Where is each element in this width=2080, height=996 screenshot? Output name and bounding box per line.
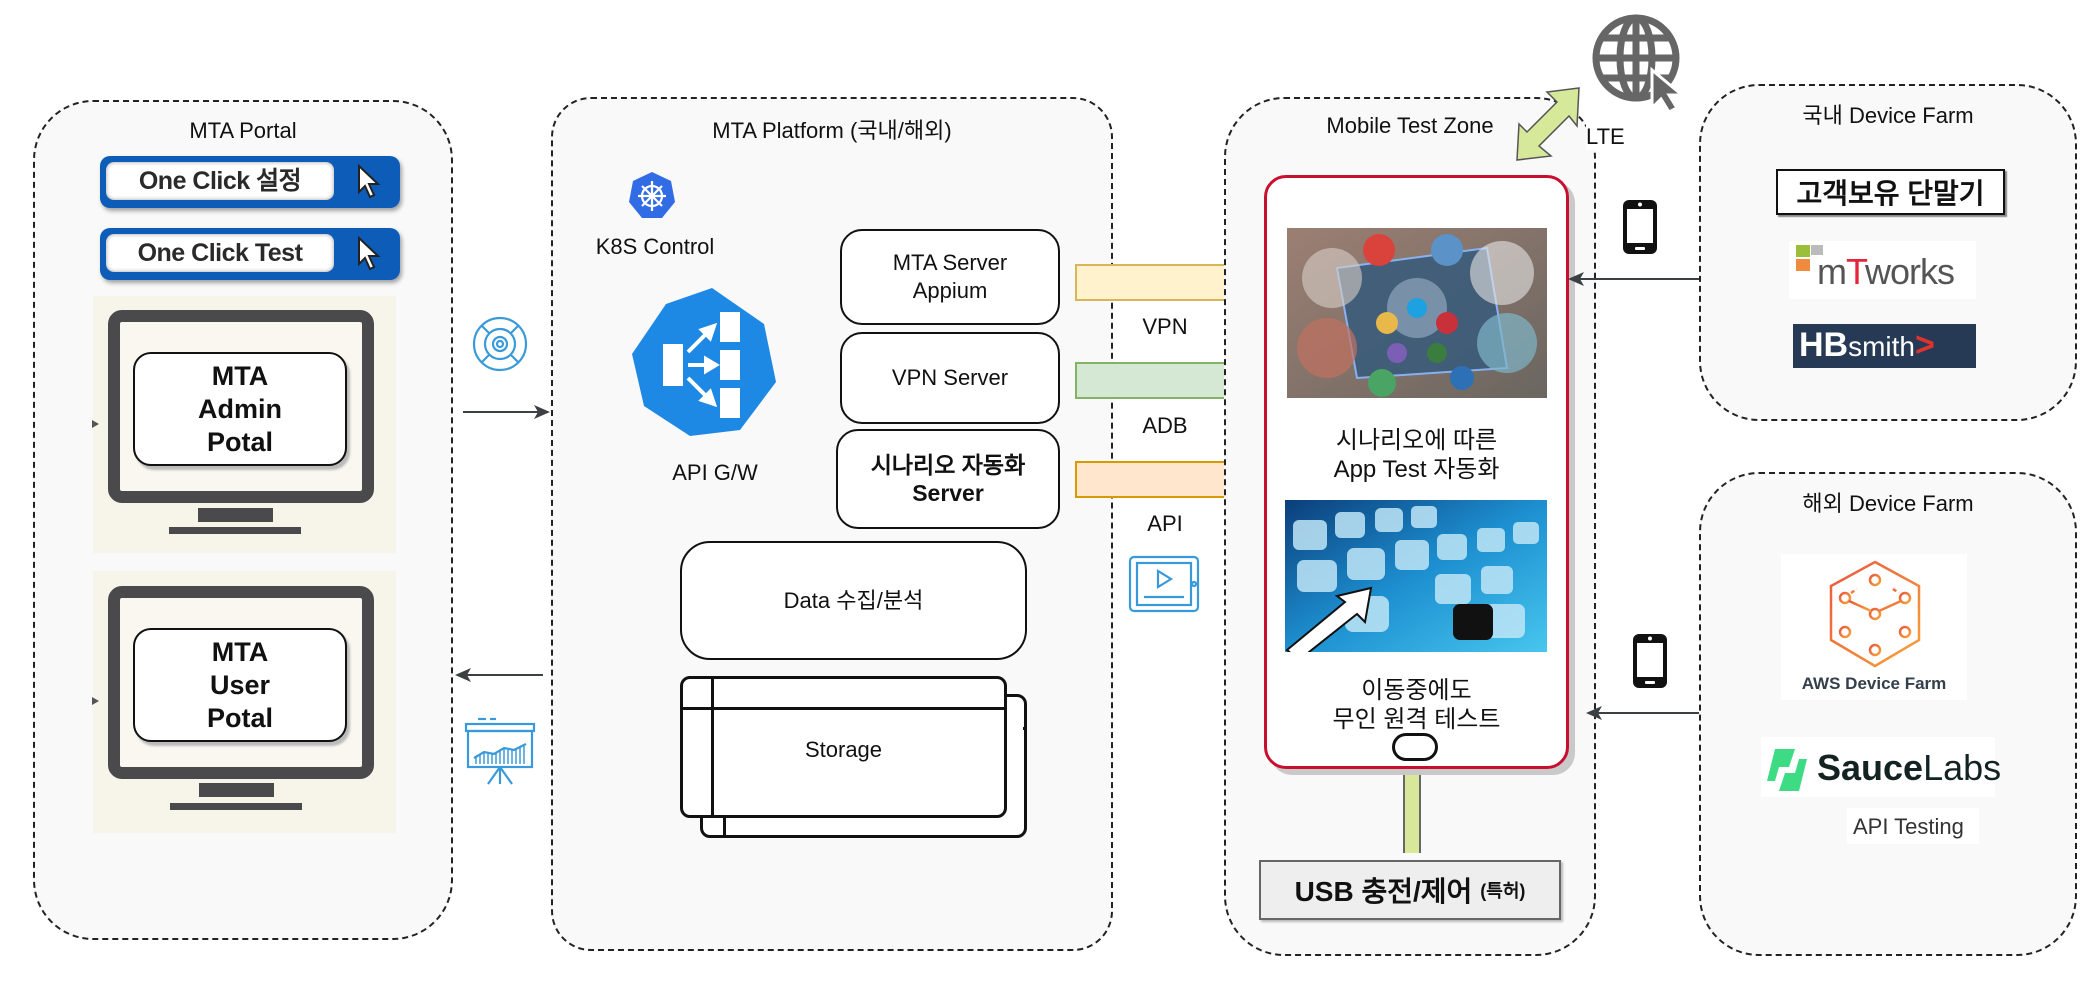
k8s-control-label: K8S Control [595,234,715,259]
saucelabs-icon [1767,749,1807,791]
api-gateway-icon[interactable] [630,286,778,438]
user-portal-line: Potal [206,702,273,733]
admin-portal-line: Admin [198,393,282,424]
mta-platform-title: MTA Platform (국내/해외) [712,118,952,143]
small-arrow-icon [92,420,99,428]
aws-device-farm-icon [1829,560,1921,668]
arrow-to-platform [463,405,550,419]
app-icons-image [1287,228,1547,398]
mta-server-appium[interactable]: MTA Server Appium [840,229,1060,325]
monitor-stand [198,508,273,522]
cursor-icon [358,236,381,271]
domestic-device-farm-title: 국내 Device Farm [1802,103,1974,128]
arrow-domestic-to-phone [1568,272,1700,286]
one-click-setup-label: One Click 설정 [106,162,334,200]
server-line: MTA Server [892,250,1008,275]
presentation-chart-icon [464,717,536,785]
data-analysis-box[interactable]: Data 수집/분석 [680,541,1027,660]
user-portal-line: User [209,669,271,700]
caption-line: App Test 자동화 [1333,456,1500,483]
usb-connector [1403,775,1421,853]
mtworks-logo: mTworks [1789,241,1976,299]
caption-line: 이동중에도 [1361,677,1472,704]
api-gateway-label: API G/W [672,460,758,485]
server-line: 시나리오 자동화 [870,452,1026,478]
saucelabs-bold: Sauce [1817,747,1924,788]
usb-label: USB 충전/제어 [1294,876,1473,907]
one-click-test-label: One Click Test [106,234,334,272]
scenario-automation-server[interactable]: 시나리오 자동화 Server [836,429,1060,529]
api-link-label: API [1147,511,1183,536]
globe-icon [1592,14,1687,112]
test-phone[interactable]: 시나리오에 따른 App Test 자동화 이동중에도 무인 원격 테스트 [1264,175,1569,769]
smartphone-icon [1623,200,1657,254]
user-portal-line: MTA [211,636,269,667]
server-line: VPN Server [891,365,1009,390]
monitor-stand [199,783,274,797]
aws-device-farm-label: AWS Device Farm [1801,674,1947,693]
saucelabs-light: Labs [1923,747,2002,788]
mobile-test-zone-title: Mobile Test Zone [1326,113,1494,138]
aws-device-farm-logo: AWS Device Farm [1781,554,1967,700]
smartphone-icon [1633,634,1667,688]
one-click-setup-button[interactable]: One Click 설정 [100,156,400,208]
vpn-server[interactable]: VPN Server [840,332,1060,424]
small-arrow-icon [92,697,99,705]
saucelabs-logo: SauceLabs [1761,737,2001,797]
one-click-test-button[interactable]: One Click Test [100,228,400,280]
vpn-link-label: VPN [1142,314,1188,339]
hbsmith-logo: HBsmith> [1793,324,1976,368]
api-testing-label: API Testing [1853,814,1964,839]
admin-portal-line: MTA [211,360,269,391]
monitor-base [170,803,302,810]
user-portal-label: MTA User Potal [133,628,347,742]
storage-label: Storage [804,737,883,762]
caption-app-test-automation: 시나리오에 따른 App Test 자동화 [1267,426,1566,484]
customer-device-label: 고객보유 단말기 [1796,178,1985,209]
storage-box[interactable]: Storage [680,676,1007,818]
mta-portal-title: MTA Portal [189,118,297,143]
arrow-to-portal [455,668,543,682]
usb-charge-control-box[interactable]: USB 충전/제어 (특허) [1259,860,1561,920]
server-line: Server [912,480,984,506]
lte-double-arrow-icon [1516,87,1580,161]
tablet-video-icon [1128,555,1200,613]
api-testing-label-box: API Testing [1847,808,1979,844]
patent-note: (특허) [1480,881,1526,901]
cursor-icon [358,164,381,199]
user-monitor[interactable]: MTA User Potal [93,571,396,833]
storage-divider [683,707,1004,710]
data-analysis-label: Data 수집/분석 [783,587,924,613]
server-line: Appium [912,278,988,303]
monitor-screen: MTA User Potal [108,586,374,779]
social-apps-image [1285,500,1547,652]
admin-monitor[interactable]: MTA Admin Potal [93,296,396,553]
customer-device-box[interactable]: 고객보유 단말기 [1776,169,2005,215]
kubernetes-icon[interactable] [627,170,677,220]
caption-remote-test: 이동중에도 무인 원격 테스트 [1267,676,1566,734]
lte-label: LTE [1586,124,1625,150]
overseas-device-farm-title: 해외 Device Farm [1802,491,1974,516]
adb-link-label: ADB [1142,413,1188,438]
caption-line: 시나리오에 따른 [1335,427,1498,454]
admin-portal-label: MTA Admin Potal [133,352,347,466]
monitor-screen: MTA Admin Potal [108,310,374,503]
admin-portal-line: Potal [206,426,273,457]
arrow-overseas-to-phone [1586,706,1700,720]
phone-home-button[interactable] [1392,733,1438,761]
overseas-device-farm-zone: 해외 Device Farm [1699,472,2077,956]
caption-line: 무인 원격 테스트 [1332,706,1501,733]
lifebuoy-gear-icon [472,316,528,372]
storage-divider [711,679,714,815]
monitor-base [169,527,301,534]
